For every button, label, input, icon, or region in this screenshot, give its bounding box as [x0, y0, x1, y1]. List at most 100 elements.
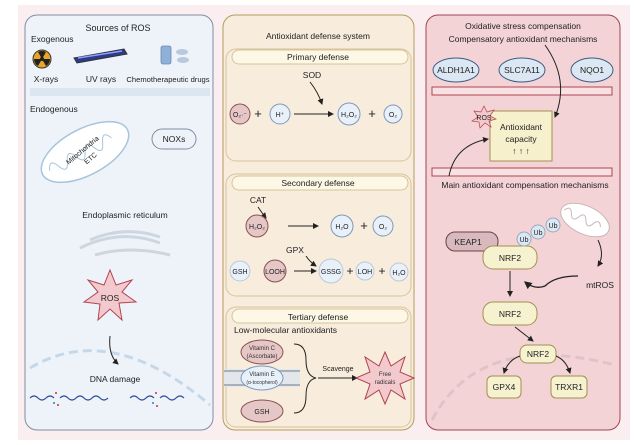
upper-bar [431, 86, 613, 96]
oxygen: O₂ [379, 224, 387, 231]
sources-title: Sources of ROS [85, 23, 150, 33]
antioxidant-defense-panel: Antioxidant defense system Primary defen… [222, 14, 416, 431]
primary-defense-header [231, 49, 409, 65]
water: H₂O [392, 270, 406, 277]
dna-strand-icon [29, 392, 185, 407]
secondary-defense-header [231, 175, 409, 191]
tertiary-defense-label: Tertiary defense [288, 312, 349, 322]
trxr1-label: TRXR1 [555, 382, 583, 392]
antioxidant-capacity-box [489, 110, 553, 162]
sources-of-ros-panel: Sources of ROS Exogenous X-rays UV rays … [24, 14, 214, 431]
endoplasmic-reticulum-icon [79, 230, 171, 257]
keap1-label: KEAP1 [454, 237, 482, 247]
translocation-arrow [514, 326, 534, 342]
mitochondria-icon [40, 120, 130, 184]
gpx4-label: GPX4 [493, 382, 516, 392]
gpx-arrow [305, 255, 317, 267]
trxr1-arrow [555, 355, 572, 374]
plus-sign: + [346, 264, 353, 278]
looh: LOOH [265, 269, 285, 276]
compensation-title: Oxidative stress compensation [465, 21, 581, 31]
dna-damage-label: DNA damage [90, 374, 141, 384]
proton: H⁺ [276, 112, 285, 119]
plus-sign: + [254, 106, 262, 121]
keap1-pill [445, 231, 499, 252]
plus-sign: + [378, 264, 385, 278]
nrf2-nuclear-pill [519, 344, 557, 364]
ros-star [82, 268, 138, 322]
mitochondria-icon [560, 202, 610, 238]
gpx4-arrow [502, 355, 521, 374]
noxs-label: NOXs [163, 134, 186, 144]
chemotherapeutic-drugs-label: Chemotherapeutic drugs [126, 75, 209, 84]
aldh1a1: ALDH1A1 [437, 65, 475, 75]
nrf2-free-pill [482, 301, 538, 326]
ubiquitin: Ub [534, 230, 543, 237]
lower-bar [431, 167, 613, 177]
ros-label-small: ROS [476, 115, 492, 122]
mtros-label: mtROS [586, 280, 614, 290]
x-rays-label: X-rays [34, 74, 59, 84]
ascorbate-label: (Ascorbate) [246, 354, 277, 360]
nrf2-bound-pill [482, 245, 538, 270]
uv-rays-label: UV rays [86, 74, 116, 84]
exogenous-label: Exogenous [31, 34, 74, 44]
divider-band [30, 88, 210, 96]
brace [293, 343, 317, 414]
ros-to-dna-arrow [109, 335, 119, 365]
gssg: GSSG [321, 269, 341, 276]
vitamin-c-label: Vitamin C [249, 346, 276, 352]
trxr1-box [550, 375, 588, 399]
low-molecular-antioxidants-label: Low-molecular antioxidants [234, 325, 337, 335]
plus-sign: + [368, 106, 376, 121]
defense-title: Antioxidant defense system [266, 31, 370, 41]
ubiquitin: Ub [520, 237, 529, 244]
compensation-subtitle: Compensatory antioxidant mechanisms [449, 34, 598, 44]
scavenge-label: Scavenge [322, 366, 353, 373]
superoxide: O₂·⁻ [233, 112, 247, 119]
noxs-pill [151, 128, 197, 150]
er-label: Endoplasmic reticulum [82, 210, 168, 220]
nqo1: NQO1 [580, 65, 604, 75]
loh: LOH [358, 269, 372, 276]
tertiary-defense-header [231, 308, 409, 324]
enzymes-arrow [544, 44, 562, 118]
pill-bottle-icon [160, 45, 189, 65]
cat-arrow [257, 206, 267, 219]
primary-defense-label: Primary defense [287, 52, 349, 62]
capacity-label-2: capacity [505, 134, 537, 144]
increase-arrows: ↑ ↑ ↑ [512, 146, 529, 156]
free-radicals-star [354, 350, 416, 406]
gsh: GSH [232, 269, 247, 276]
plus-sign: + [360, 218, 368, 233]
main-mechanism-arrow [448, 136, 489, 177]
gpx-label: GPX [286, 245, 304, 255]
oxygen: O₂ [389, 112, 397, 119]
gsh-label: GSH [254, 409, 269, 416]
compensation-panel: Oxidative stress compensation Compensato… [425, 14, 621, 431]
nucleus-membrane [29, 349, 211, 407]
hydrogen-peroxide: H₂O₂ [249, 224, 265, 231]
ubiquitin: Ub [549, 223, 558, 230]
sod-arrow [309, 81, 324, 105]
water: H₂O [335, 224, 349, 231]
endogenous-label: Endogenous [30, 104, 78, 114]
tocopherol-label: (α-tocopherol) [246, 380, 278, 386]
main-mechanisms-title: Main antioxidant compensation mechanisms [441, 180, 608, 190]
nrf2-label: NRF2 [499, 309, 521, 319]
secondary-defense-label: Secondary defense [281, 178, 355, 188]
free-radicals-label: Free [379, 372, 392, 378]
ros-label: ROS [101, 293, 120, 303]
uv-lamp-icon [73, 48, 128, 64]
capacity-label: Antioxidant [500, 122, 543, 132]
sod-label: SOD [303, 70, 321, 80]
radiation-icon [32, 49, 52, 69]
nrf2-label: NRF2 [527, 349, 549, 359]
cat-label: CAT [250, 195, 266, 205]
slc7a11: SLC7A11 [504, 65, 540, 75]
ros-star-small [471, 105, 497, 129]
nucleus-membrane [430, 353, 616, 421]
mito-arrow [597, 239, 604, 267]
nrf2-label: NRF2 [499, 253, 521, 263]
